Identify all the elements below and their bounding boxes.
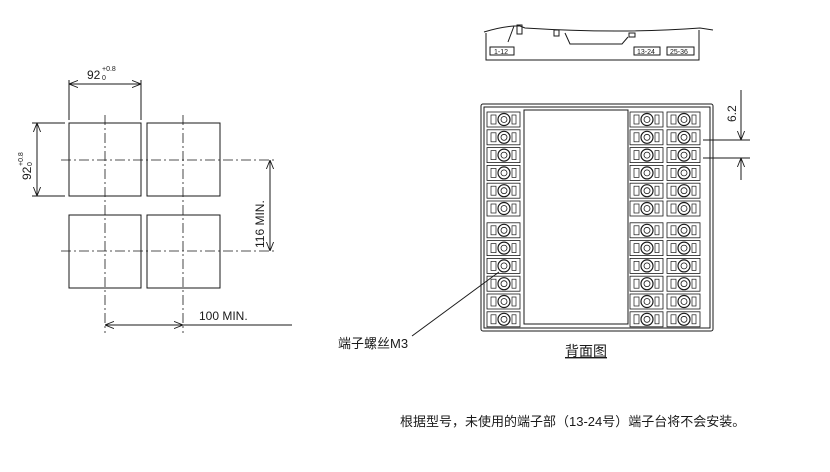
terminal-screw: [629, 222, 664, 239]
top-view-drawing: 1-12 13-24 25-36: [483, 24, 714, 61]
terminal-screw: [629, 275, 664, 292]
terminal-screw: [486, 182, 521, 199]
cutout-box: [146, 214, 221, 289]
terminal-screw: [629, 147, 664, 164]
terminal-group-label: 1-12: [494, 49, 508, 56]
terminal-screw: [666, 200, 701, 217]
terminal-group-label: 13-24: [637, 49, 655, 56]
rear-view-title: 背面图: [565, 343, 607, 359]
width-tol-upper: +0.8: [102, 66, 116, 73]
terminal-screw: [629, 293, 664, 310]
terminal-screw: [486, 111, 521, 128]
rear-view-drawing: 6.2 端子螺丝M3 背面图: [338, 90, 750, 359]
terminal-blocks: [486, 111, 701, 328]
width-tol-lower: 0: [102, 75, 106, 82]
pitch-label: 6.2: [725, 105, 739, 122]
cutout-box: [146, 122, 221, 197]
terminal-screw: [666, 257, 701, 274]
terminal-screw: [666, 275, 701, 292]
terminal-screw: [666, 182, 701, 199]
terminal-screw: [666, 222, 701, 239]
terminal-screw: [486, 257, 521, 274]
terminal-screw: [629, 311, 664, 328]
terminal-group-label: 25-36: [670, 49, 688, 56]
terminal-screw: [486, 293, 521, 310]
terminal-screw: [629, 200, 664, 217]
terminal-screw: [486, 311, 521, 328]
terminal-screw: [629, 164, 664, 181]
terminal-screw: [629, 240, 664, 257]
terminal-screw: [629, 111, 664, 128]
vertical-pitch-label: 116 MIN.: [253, 200, 267, 248]
terminal-screw: [666, 129, 701, 146]
horizontal-pitch-label: 100 MIN.: [199, 309, 248, 323]
terminal-screw: [666, 311, 701, 328]
terminal-screw: [486, 147, 521, 164]
terminal-screw: [629, 182, 664, 199]
screw-leader-line: [411, 271, 500, 337]
terminal-screw: [666, 164, 701, 181]
screw-label: 端子螺丝M3: [338, 336, 408, 351]
terminal-screw: [486, 200, 521, 217]
width-dim-value: 92: [87, 68, 101, 82]
rear-frame: [480, 103, 714, 332]
terminal-screw: [486, 164, 521, 181]
terminal-screw: [629, 257, 664, 274]
note-text: 根据型号，未使用的端子部（13-24号）端子台将不会安装。: [400, 414, 745, 429]
terminal-screw: [666, 293, 701, 310]
height-dim-value: 92: [20, 166, 34, 180]
terminal-screw: [666, 147, 701, 164]
terminal-screw: [486, 240, 521, 257]
terminal-screw: [629, 129, 664, 146]
terminal-screw: [486, 129, 521, 146]
terminal-screw: [666, 111, 701, 128]
height-tol-lower: 0: [27, 162, 34, 166]
terminal-screw: [666, 240, 701, 257]
height-tol-upper: +0.8: [18, 152, 25, 166]
terminal-screw: [486, 275, 521, 292]
panel-cutout-drawing: 92 +0.8 0 92 +0.8 0 116 MIN. 100 MIN.: [18, 66, 292, 333]
terminal-screw: [486, 222, 521, 239]
